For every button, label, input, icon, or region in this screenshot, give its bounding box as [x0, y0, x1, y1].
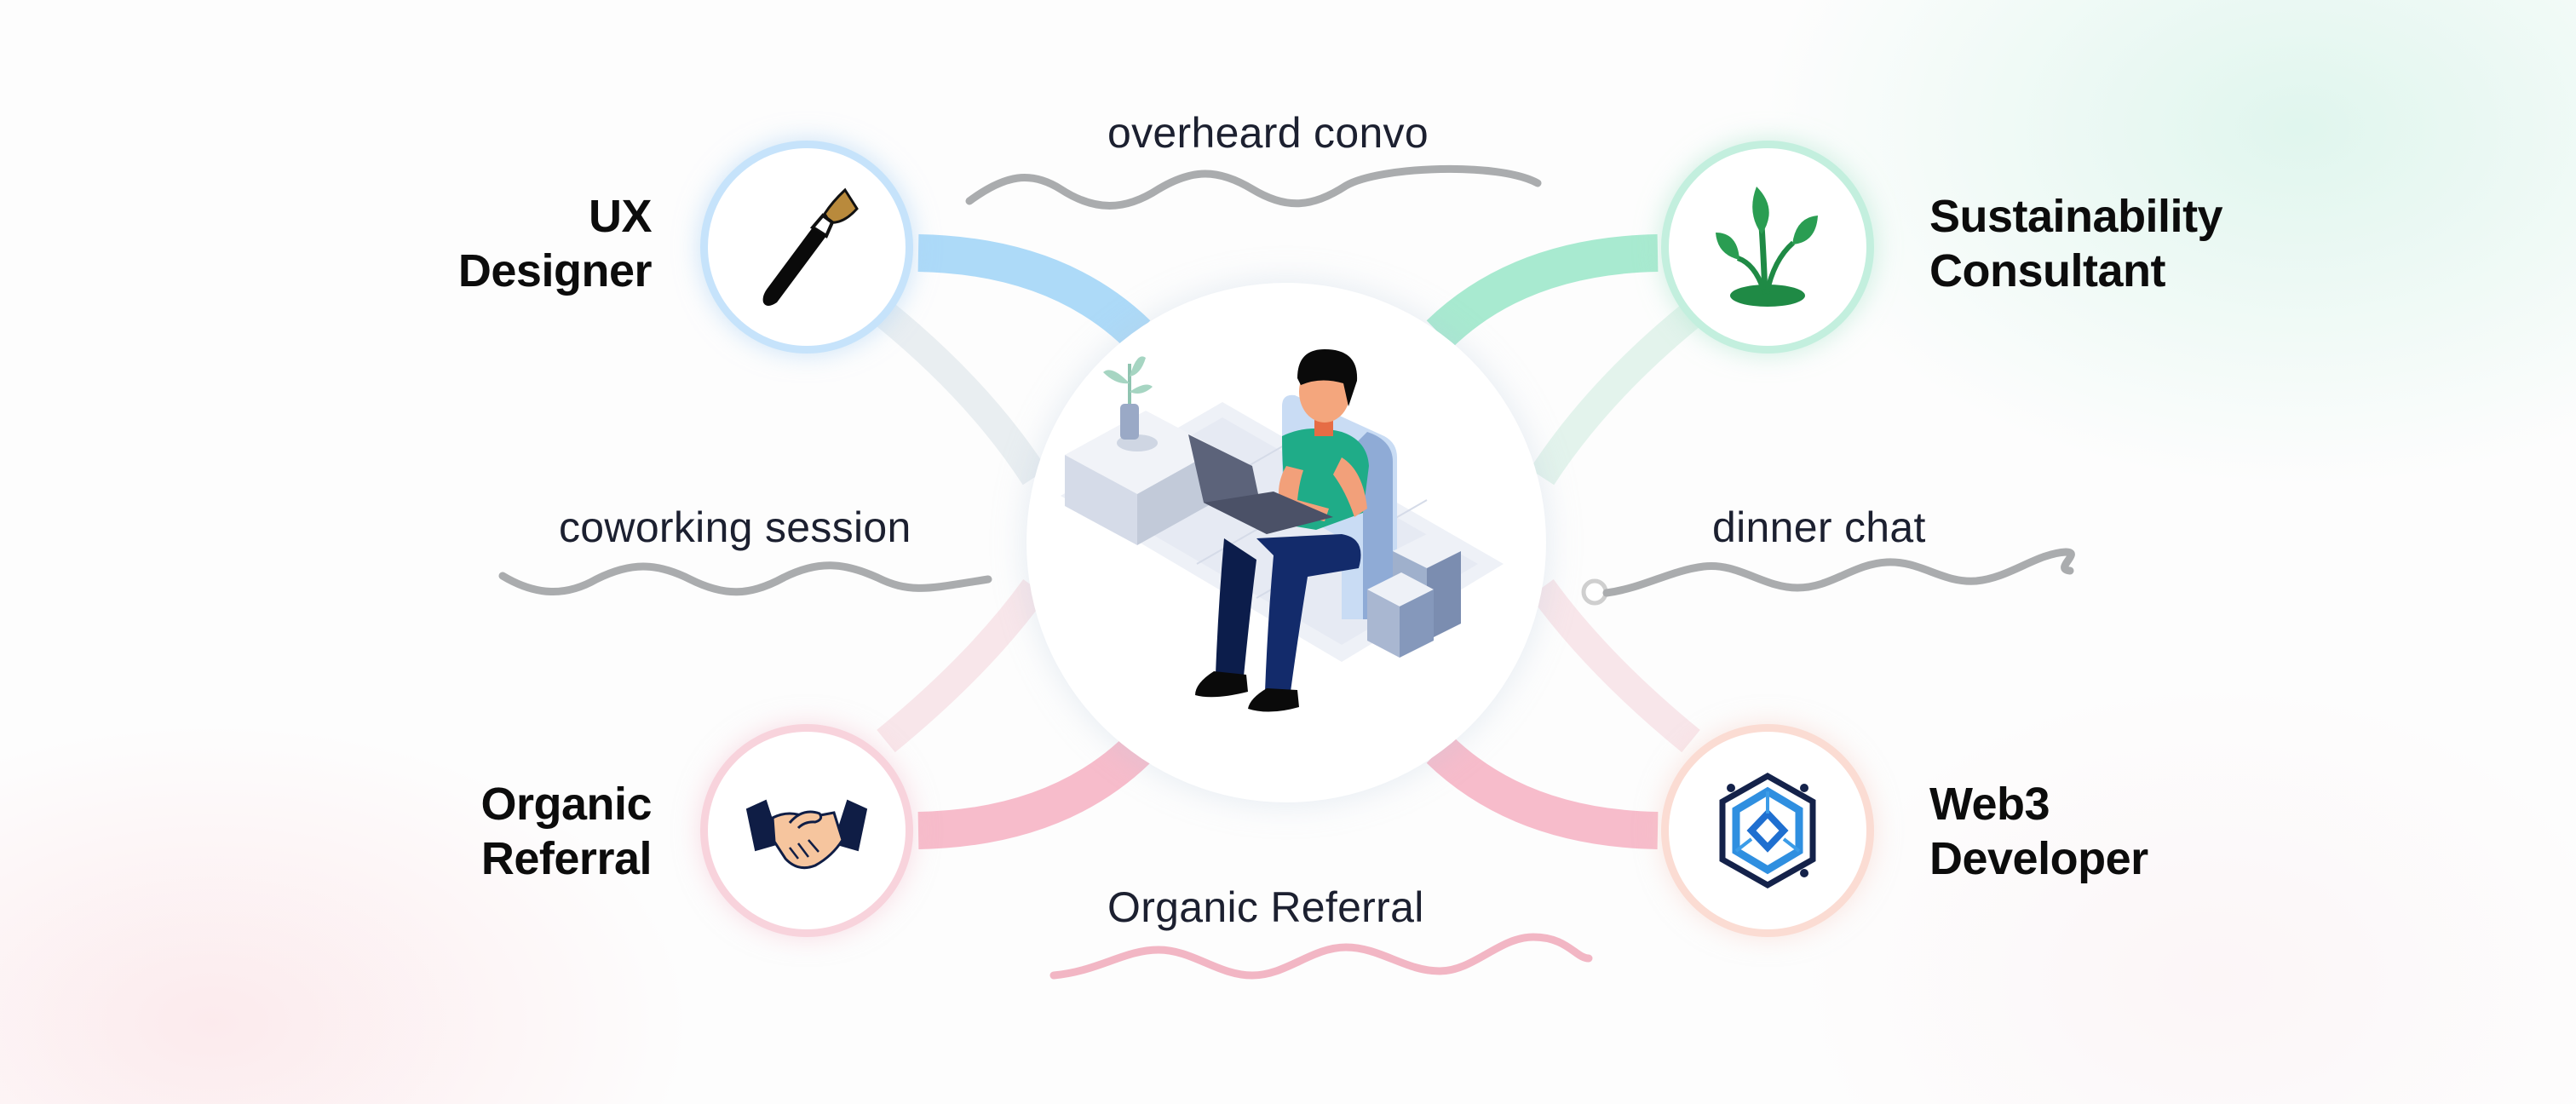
connector-ux [917, 234, 1151, 348]
role-label-line1: UX [588, 191, 653, 242]
node-ux-designer[interactable] [700, 141, 913, 354]
node-sustainability-consultant[interactable] [1661, 141, 1874, 354]
node-organic-referral[interactable] [700, 724, 913, 937]
channel-label-overheard-convo: overheard convo [1107, 109, 1429, 157]
wave-overheard-convo [965, 164, 1542, 210]
role-label-sustainability-consultant: Sustainability Consultant [1929, 189, 2223, 298]
wave-coworking-session [498, 561, 992, 596]
channel-label-dinner-chat: dinner chat [1712, 503, 1926, 551]
role-label-line1: Organic [480, 779, 652, 830]
blockchain-hexagon-icon [1719, 772, 1816, 889]
connector-web3 [1426, 736, 1659, 849]
wave-start-dot [1581, 578, 1608, 606]
center-illustration [1026, 283, 1546, 802]
wave-organic-referral [1049, 933, 1593, 980]
paintbrush-icon [762, 187, 859, 306]
sprout-icon [1716, 187, 1818, 307]
handshake-icon [745, 799, 868, 870]
role-label-line2: Designer [457, 245, 653, 296]
role-label-line1: Web3 [1929, 779, 2050, 830]
role-label-line1: Sustainability [1929, 191, 2223, 242]
wave-dinner-chat [1602, 548, 2075, 597]
role-label-web3-developer: Web3 Developer [1929, 777, 2148, 886]
node-web3-developer[interactable] [1661, 724, 1874, 937]
channel-label-coworking-session: coworking session [559, 503, 911, 551]
role-label-line2: Consultant [1929, 245, 2165, 296]
role-label-ux-designer: UX Designer [400, 189, 653, 298]
connector-referral [917, 736, 1151, 849]
role-label-organic-referral: Organic Referral [400, 777, 652, 886]
person-with-laptop-icon [1061, 349, 1504, 712]
connector-sustainability [1426, 234, 1659, 348]
role-label-line2: Developer [1929, 833, 2148, 884]
channel-label-organic-referral: Organic Referral [1107, 883, 1424, 931]
role-label-line2: Referral [480, 833, 653, 884]
